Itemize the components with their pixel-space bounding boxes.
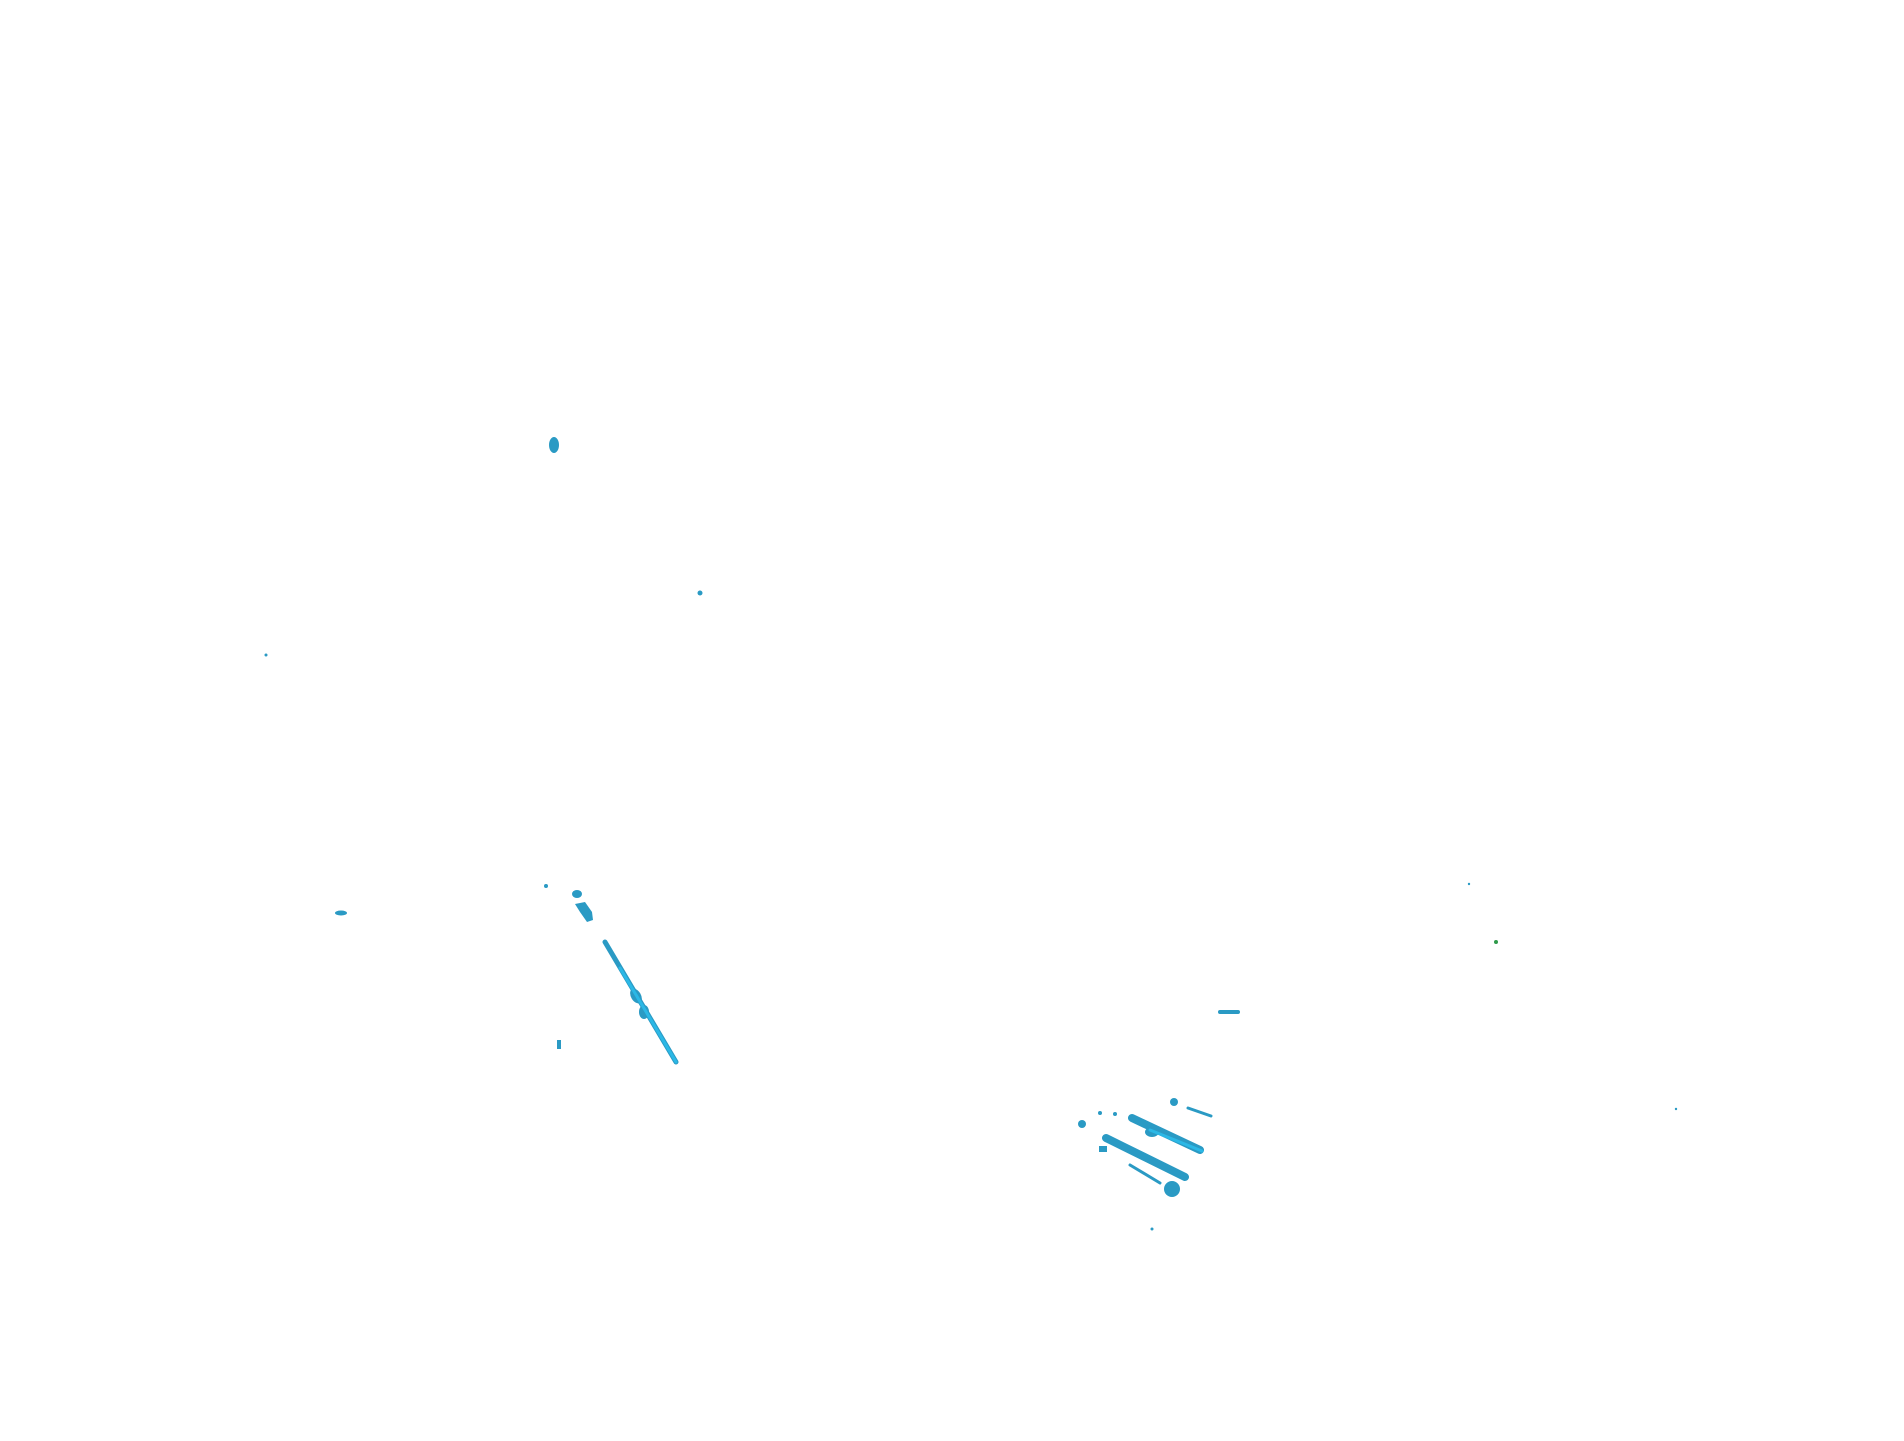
fragment-green xyxy=(1494,940,1498,944)
fragment xyxy=(1674,1107,1678,1111)
fragment xyxy=(557,1040,561,1049)
fragment xyxy=(572,890,582,898)
fragment xyxy=(1150,1227,1154,1231)
vessel-long xyxy=(602,939,679,1065)
vessel-cluster xyxy=(1078,1098,1213,1197)
fragment xyxy=(1467,882,1471,886)
fragment xyxy=(697,590,703,596)
fragment xyxy=(549,437,559,453)
fragment xyxy=(544,884,548,888)
fragment xyxy=(575,902,593,922)
fragment xyxy=(335,910,347,916)
fragments-small xyxy=(264,437,1678,1231)
fragment xyxy=(264,653,268,657)
